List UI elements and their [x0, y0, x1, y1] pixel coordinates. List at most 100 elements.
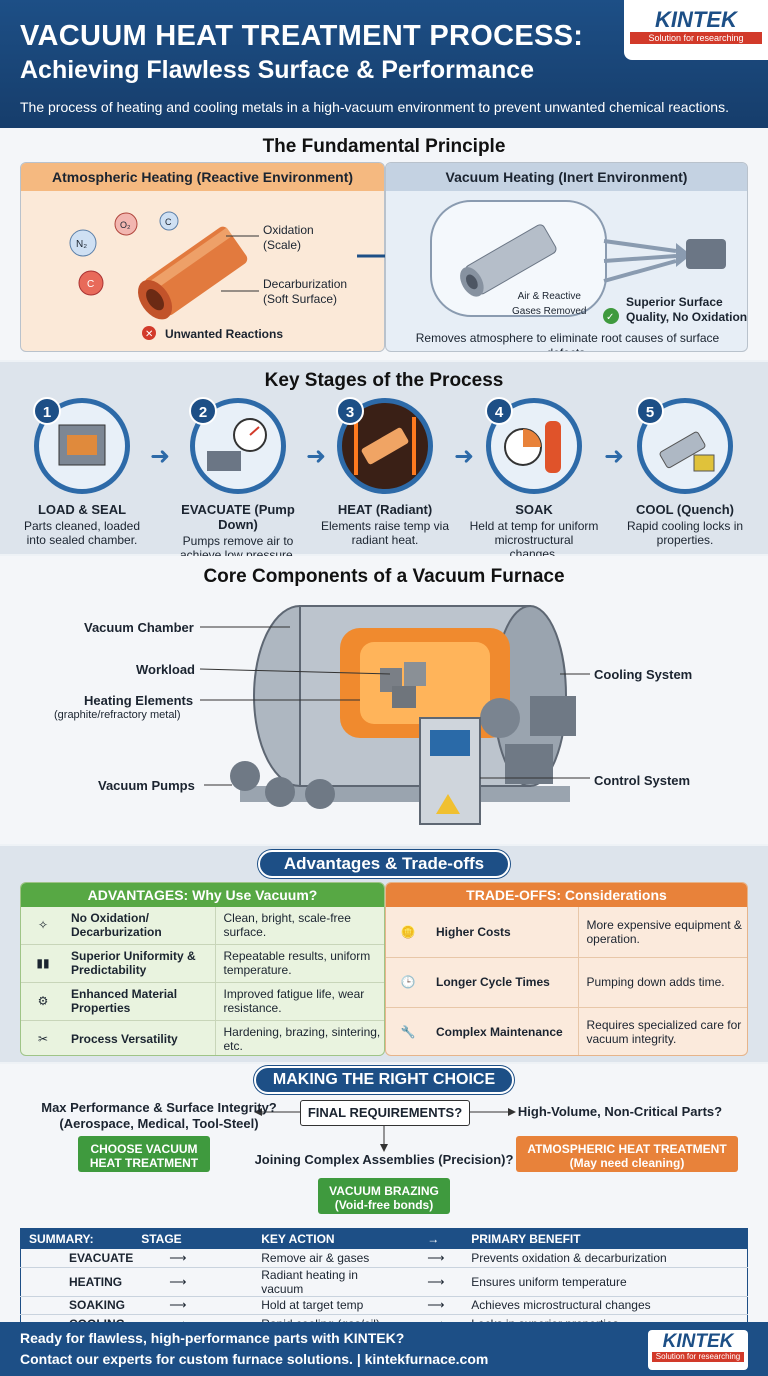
stage-2: 2 EVACUATE (Pump Down) Pumps remove air …: [173, 397, 303, 562]
stage-1-desc: Parts cleaned, loaded into sealed chambe…: [23, 519, 141, 547]
final-requirements-box: FINAL REQUIREMENTS?: [300, 1100, 470, 1126]
gas-c: C: [87, 279, 94, 290]
label-cooling-system: Cooling System: [594, 667, 693, 682]
summary-table: SUMMARY: STAGE KEY ACTION → PRIMARY BENE…: [20, 1228, 748, 1334]
gear-icon: ⚙: [21, 982, 65, 1021]
summary-row: SOAKING⟶Hold at target temp⟶Achieves mic…: [20, 1296, 748, 1315]
choose-vacuum-button: CHOOSE VACUUM HEAT TREATMENT: [78, 1136, 210, 1172]
label-superior-quality: Superior Surface Quality, No Oxidation: [626, 295, 748, 324]
stages-title: Key Stages of the Process: [264, 370, 504, 391]
kintek-logo: KINTEK Solution for researching: [624, 0, 768, 60]
stage-4-title: SOAK: [515, 502, 553, 517]
choice-title: MAKING THE RIGHT CHOICE: [254, 1066, 514, 1094]
multitool-icon: ✂: [21, 1020, 65, 1055]
timer-icon: 4: [485, 397, 582, 494]
oxidized-tube-icon: N₂ O₂ C C ✕: [69, 211, 259, 340]
vacuum-chamber-icon: ✓: [430, 200, 726, 324]
clock-icon: 🕒: [386, 957, 430, 1008]
pump-gauge-icon: 2: [189, 397, 286, 494]
label-control-system: Control System: [594, 773, 691, 788]
summary-row: HEATING⟶Radiant heating in vacuum⟶Ensure…: [20, 1267, 748, 1297]
stage-5: 5 COOL (Quench) Rapid cooling locks in p…: [620, 397, 750, 547]
atmospheric-choice-button: ATMOSPHERIC HEAT TREATMENT (May need cle…: [516, 1136, 738, 1172]
components-section: Core Components of a Vacuum Furnace Vacu…: [0, 556, 768, 844]
quench-icon: 5: [636, 397, 733, 494]
arrow-right-icon: ➜: [150, 443, 171, 470]
label-gases-removed: Air & Reactive Gases Removed: [512, 291, 587, 317]
logo-text: KINTEK: [655, 7, 737, 32]
atmospheric-panel: Atmospheric Heating (Reactive Environmen…: [20, 162, 385, 352]
x-icon: ✕: [145, 329, 153, 340]
unwanted-reactions-label: Unwanted Reactions: [165, 327, 284, 341]
vacuum-heading: Vacuum Heating (Inert Environment): [386, 163, 747, 191]
advantages-panel: ADVANTAGES: Why Use Vacuum? ✧No Oxidatio…: [20, 882, 385, 1056]
principle-title: The Fundamental Principle: [262, 136, 506, 157]
label-vacuum-pumps: Vacuum Pumps: [98, 778, 195, 793]
tradeoffs-title: Advantages & Trade-offs: [258, 850, 510, 878]
arrow-right-icon: ➜: [454, 443, 475, 470]
title-line1: VACUUM HEAT TREATMENT PROCESS:: [20, 20, 584, 52]
stage-5-title: COOL (Quench): [636, 502, 734, 517]
label-decarburization: Decarburization (Soft Surface): [263, 277, 348, 306]
stage-2-title: EVACUATE (Pump Down): [181, 502, 295, 532]
radiant-heat-icon: 3: [336, 397, 433, 494]
components-title: Core Components of a Vacuum Furnace: [203, 566, 565, 587]
stage-4-desc: Held at temp for uniform microstructural…: [469, 519, 599, 561]
stage-3: 3 HEAT (Radiant) Elements raise temp via…: [320, 397, 450, 547]
summary-row: EVACUATE⟶Remove air & gases⟶Prevents oxi…: [20, 1248, 748, 1268]
label-oxidation: Oxidation (Scale): [263, 223, 314, 252]
footer-logo-text: KINTEK: [662, 1331, 734, 1352]
atmospheric-heading: Atmospheric Heating (Reactive Environmen…: [21, 163, 384, 191]
label-heating-elements: Heating Elements: [84, 693, 194, 708]
label-workload: Workload: [136, 662, 195, 677]
stage-1: 1 LOAD & SEAL Parts cleaned, loaded into…: [17, 397, 147, 547]
stage-1-title: LOAD & SEAL: [37, 502, 127, 517]
uniform-parts-icon: ▮▮: [21, 944, 65, 983]
logo-tagline: Solution for researching: [630, 32, 762, 44]
principle-section: The Fundamental Principle Atmospheric He…: [0, 128, 768, 360]
choice-section: MAKING THE RIGHT CHOICE Max Performance …: [0, 1064, 768, 1226]
stage-3-title: HEAT (Radiant): [337, 502, 433, 517]
stages-section: Key Stages of the Process 1 LOAD & SEAL …: [0, 362, 768, 562]
gas-n2: N₂: [76, 239, 87, 250]
vacuum-brazing-button: VACUUM BRAZING (Void-free bonds): [318, 1178, 450, 1214]
tradeoffs-panel: TRADE-OFFS: Considerations 🪙Higher Costs…: [385, 882, 748, 1056]
stage-4: 4 SOAK Held at temp for uniform microstr…: [469, 397, 599, 561]
vacuum-footer: Removes atmosphere to eliminate root cau…: [415, 331, 720, 351]
header-subtitle: The process of heating and cooling metal…: [20, 99, 729, 115]
sparkle-part-icon: ✧: [21, 907, 65, 945]
stage-3-desc: Elements raise temp via radiant heat.: [320, 519, 450, 547]
arrow-right-icon: ➜: [306, 443, 327, 470]
header-banner: VACUUM HEAT TREATMENT PROCESS: Achieving…: [0, 0, 768, 128]
title-line2: Achieving Flawless Surface & Performance: [20, 56, 535, 84]
left-question: Max Performance & Surface Integrity? (Ae…: [41, 1100, 277, 1131]
label-heating-elements-sub: (graphite/refractory metal): [54, 709, 181, 721]
footer-line2[interactable]: Contact our experts for custom furnace s…: [20, 1351, 489, 1367]
footer-kintek-logo: KINTEK Solution for researching: [648, 1330, 748, 1370]
label-vacuum-chamber: Vacuum Chamber: [84, 620, 194, 635]
middle-question: Joining Complex Assemblies (Precision)?: [254, 1152, 514, 1167]
advantages-heading: ADVANTAGES: Why Use Vacuum?: [21, 883, 384, 907]
summary-header-row: SUMMARY: STAGE KEY ACTION → PRIMARY BENE…: [20, 1228, 748, 1249]
vacuum-panel: Vacuum Heating (Inert Environment) ✓ Air…: [385, 162, 748, 352]
tradeoffs-section: Advantages & Trade-offs ADVANTAGES: Why …: [0, 846, 768, 1062]
right-question: High-Volume, Non-Critical Parts?: [517, 1104, 723, 1119]
load-chamber-icon: 1: [33, 397, 130, 494]
wrench-warning-icon: 🔧: [386, 1007, 430, 1055]
arrow-right-icon: ➜: [604, 443, 625, 470]
vacuum-furnace-illustration: [199, 605, 590, 825]
coins-icon: 🪙: [386, 907, 430, 958]
svg-text:C: C: [165, 217, 172, 227]
footer-line1: Ready for flawless, high-performance par…: [20, 1330, 405, 1346]
decision-arrows: [254, 1108, 516, 1152]
check-icon: ✓: [606, 312, 614, 323]
